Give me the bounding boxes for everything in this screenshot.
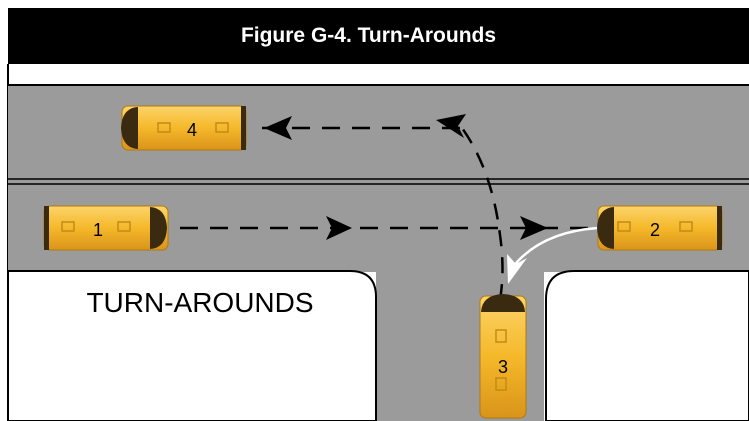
arrow-left-icon — [436, 114, 466, 138]
figure-title: Figure G-4. Turn-Arounds — [240, 24, 497, 47]
bus-2: 2 — [597, 205, 723, 251]
turn-arounds-label: TURN-AROUNDS — [86, 287, 313, 318]
arrow-down-white-icon — [507, 254, 527, 284]
arrow-left-icon — [264, 116, 292, 140]
bus-1: 1 — [43, 205, 169, 251]
arrow-right-icon — [326, 216, 352, 240]
bus-number: 1 — [93, 220, 103, 240]
arrow-right-icon — [520, 216, 548, 240]
right-corner-block — [545, 270, 749, 421]
left-corner-block — [7, 270, 377, 421]
bus-3: 3 — [479, 294, 527, 419]
bus-4: 4 — [121, 105, 247, 151]
bus-number: 2 — [650, 220, 660, 240]
backing-path-bus-2 — [511, 226, 599, 269]
turn-path-bus-3 — [460, 127, 504, 301]
bus-number: 3 — [498, 357, 508, 377]
figure-header: Figure G-4. Turn-Arounds — [8, 8, 749, 64]
bus-number: 4 — [187, 120, 197, 140]
